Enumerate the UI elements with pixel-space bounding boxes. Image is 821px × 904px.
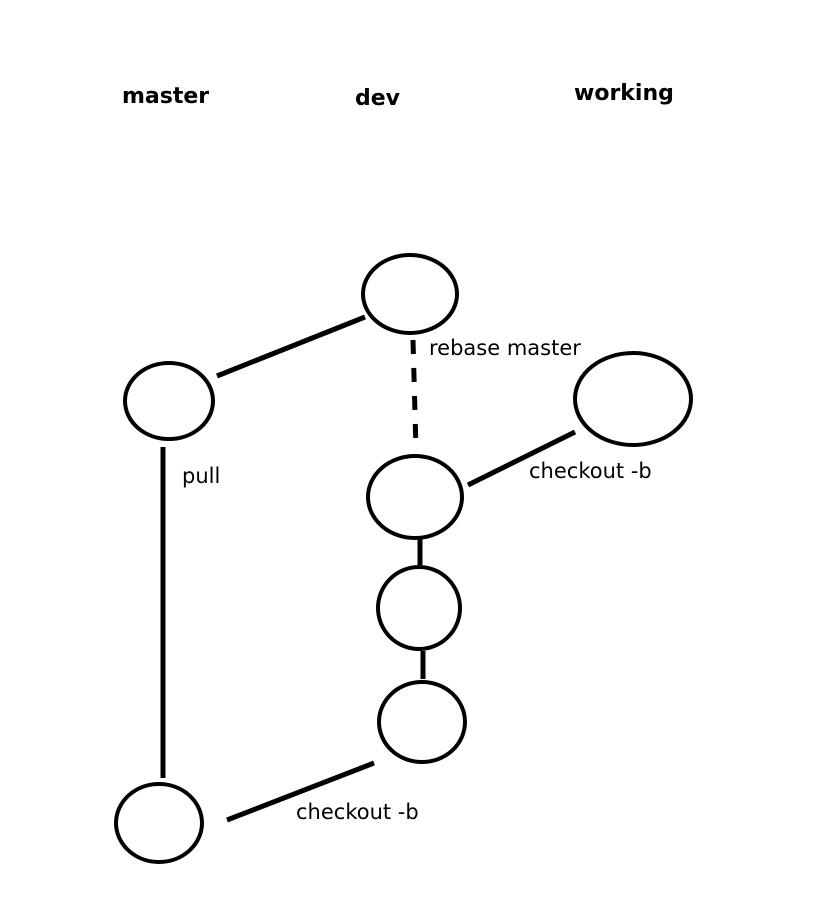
edge-rebase-master [410, 339, 419, 451]
commit-node-master-top [123, 361, 215, 441]
column-header-working: working [574, 81, 674, 106]
column-header-master: master [122, 84, 209, 109]
commit-node-dev-3 [377, 680, 467, 764]
commit-node-dev-top [361, 253, 459, 335]
edge-label-checkout-working: checkout -b [529, 459, 652, 483]
edge-checkout-working [466, 429, 577, 488]
commit-node-working [573, 351, 693, 447]
edge-label-rebase: rebase master [429, 336, 581, 360]
edge-label-checkout-dev: checkout -b [296, 800, 419, 824]
commit-node-master-bottom [114, 782, 204, 864]
edge-label-pull: pull [182, 464, 220, 488]
edge-master-to-dev-top [216, 314, 366, 379]
edge-checkout-dev [226, 760, 375, 823]
commit-node-dev-2 [376, 565, 462, 651]
column-header-dev: dev [355, 86, 401, 111]
commit-node-dev-1 [366, 454, 464, 540]
